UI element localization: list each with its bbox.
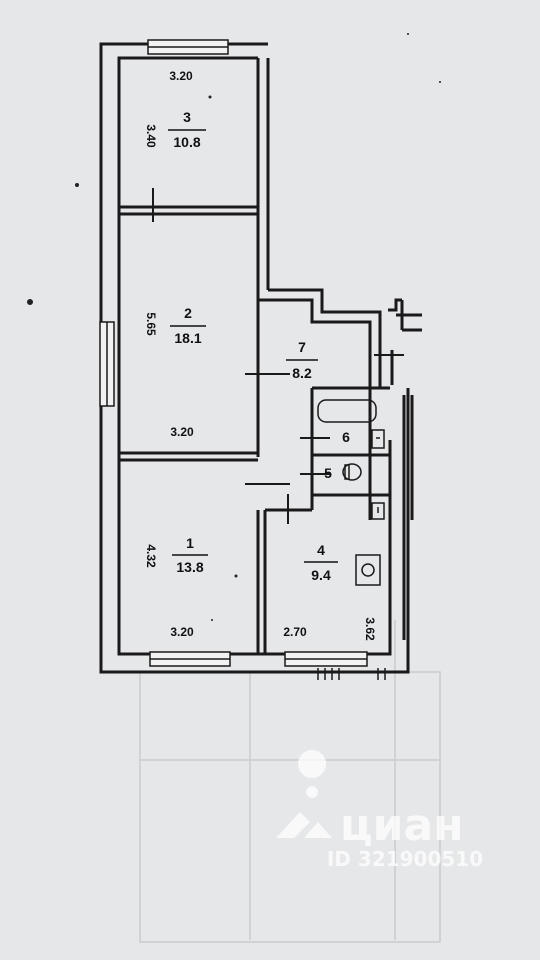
watermark: циан ID 321900510 — [276, 750, 483, 871]
dim-room3-width: 3.20 — [169, 69, 193, 83]
room-4-number: 4 — [317, 542, 325, 558]
room-7-number: 7 — [298, 339, 306, 355]
room-6-number: 6 — [342, 429, 350, 445]
room-5-number: 5 — [324, 465, 332, 481]
room-2-number: 2 — [184, 305, 192, 321]
dim-room4-width: 2.70 — [283, 625, 307, 639]
paper-specks — [27, 33, 441, 621]
cian-logo-icon — [276, 750, 332, 838]
room-7-area: 8.2 — [292, 365, 312, 381]
dim-room2-length: 5.65 — [144, 312, 158, 336]
dim-room3-length: 3.40 — [144, 124, 158, 148]
fixtures — [317, 399, 385, 586]
window-top — [147, 39, 229, 55]
room-3-area: 10.8 — [173, 134, 200, 150]
room-3-number: 3 — [183, 109, 191, 125]
window-bottom-1 — [149, 651, 231, 667]
room-4-area: 9.4 — [311, 567, 331, 583]
walls — [99, 42, 422, 674]
door-marks — [152, 188, 404, 524]
room-1-number: 1 — [186, 535, 194, 551]
bathtub-icon — [317, 399, 377, 423]
dim-room1-width: 3.20 — [170, 625, 194, 639]
dim-room1-length: 4.32 — [144, 544, 158, 568]
watermark-listing-id: ID 321900510 — [327, 847, 483, 871]
stove-icon — [355, 554, 381, 586]
room-2-area: 18.1 — [174, 330, 201, 346]
dim-room4-length: 3.62 — [363, 617, 377, 641]
windows — [99, 39, 368, 667]
dim-room2-width: 3.20 — [170, 425, 194, 439]
radiator-marks — [317, 668, 386, 680]
room-1-area: 13.8 — [176, 559, 203, 575]
toilet-icon — [342, 463, 362, 481]
window-bottom-2 — [284, 651, 368, 667]
watermark-brand: циан — [340, 800, 464, 851]
room-labels: 3 10.8 2 18.1 1 13.8 7 8.2 6 5 4 9.4 — [168, 109, 350, 583]
dimension-labels: 3.20 3.40 5.65 3.20 4.32 3.20 2.70 3.62 — [144, 69, 377, 641]
window-left — [99, 321, 115, 407]
sink-icon — [371, 429, 385, 449]
kitchen-sink-icon — [371, 502, 385, 520]
